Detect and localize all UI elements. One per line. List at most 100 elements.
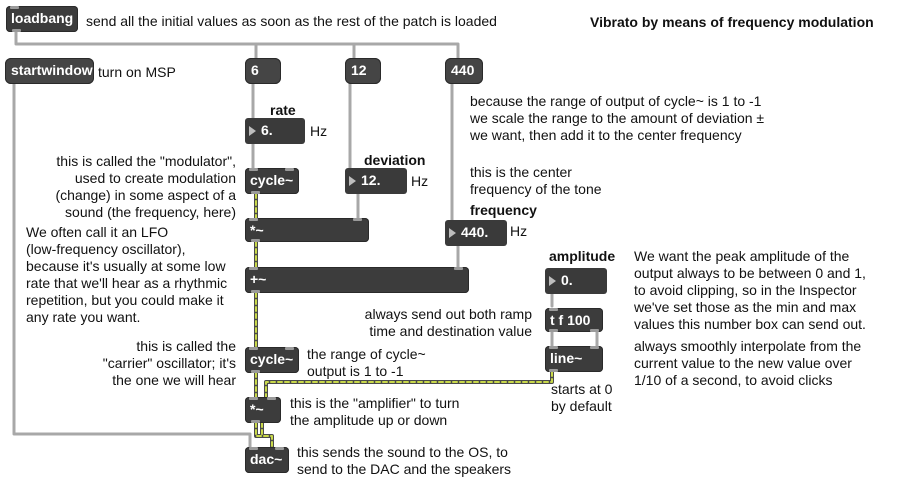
multiply-deviation-inlet-left[interactable] — [249, 218, 258, 221]
multiply-deviation-inlet-right[interactable] — [353, 218, 362, 221]
line-signal-outlet[interactable] — [549, 369, 558, 372]
range-comment-line: because the range of output of cycle~ is… — [470, 93, 762, 109]
cycle-range-comment: the range of cycle~ output is 1 to -1 — [307, 346, 426, 380]
line-signal-inlet-left[interactable] — [549, 346, 558, 349]
frequency-label: frequency — [470, 202, 537, 218]
amplifier-comment: this is the "amplifier" to turn the ampl… — [290, 395, 459, 429]
modulator-comment-line: this is called the "modulator", — [56, 153, 236, 169]
cycle-carrier-inlet-right[interactable] — [285, 347, 294, 350]
rate-hz-label: Hz — [310, 123, 328, 139]
amplitude-number-box[interactable]: 0. — [545, 268, 607, 294]
cycle-modulator-inlet[interactable] — [249, 168, 258, 171]
multiply-deviation-object[interactable]: *~ — [245, 218, 369, 242]
patch-title: Vibrato by means of frequency modulation — [590, 14, 874, 30]
carrier-comment-line: "carrier" oscillator; it's — [102, 355, 236, 371]
message-12-label: 12 — [351, 62, 367, 78]
dac-inlet-left[interactable] — [249, 447, 258, 450]
deviation-value: 12. — [361, 172, 381, 188]
peak-comment-line: values this number box can send out. — [634, 316, 866, 332]
amplitude-value: 0. — [561, 272, 573, 288]
frequency-number-box[interactable]: 440. — [445, 220, 507, 246]
frequency-value: 440. — [461, 224, 489, 240]
carrier-comment-line: the one we will hear — [112, 372, 236, 388]
deviation-label: deviation — [364, 152, 426, 168]
multiply-deviation-label: *~ — [250, 222, 264, 238]
cycle-modulator-outlet[interactable] — [251, 191, 260, 194]
plus-signal-inlet-left[interactable] — [249, 267, 258, 270]
ramp-comment-line: time and destination value — [369, 323, 532, 339]
cycle-range-comment-line: output is 1 to -1 — [307, 363, 404, 379]
dac-comment: this sends the sound to the OS, to send … — [297, 444, 511, 478]
trigger-outlet-left[interactable] — [549, 329, 558, 332]
carrier-comment-line: this is called the — [136, 338, 236, 354]
center-frequency-comment: this is the center frequency of the tone — [470, 164, 602, 198]
loadbang-label: loadbang — [11, 10, 74, 26]
dac-comment-line: this sends the sound to the OS, to — [297, 444, 508, 460]
message-440[interactable]: 440 — [445, 58, 483, 84]
multiply-deviation-outlet[interactable] — [251, 239, 260, 242]
starts-comment-line: by default — [551, 398, 612, 414]
plus-signal-inlet-right[interactable] — [454, 267, 463, 270]
cycle-carrier-inlet[interactable] — [249, 347, 258, 350]
lfo-comment-line: We often call it an LFO — [26, 224, 169, 240]
message-12[interactable]: 12 — [345, 58, 381, 84]
peak-comment-line: output always to be between 0 and 1, — [634, 265, 866, 281]
dac-comment-line: send to the DAC and the speakers — [297, 461, 512, 477]
cycle-modulator-inlet-right[interactable] — [285, 168, 294, 171]
loadbang-object[interactable]: loadbang — [6, 6, 78, 32]
deviation-number-box[interactable]: 12. — [345, 168, 407, 194]
center-comment-line: frequency of the tone — [470, 181, 602, 197]
plus-signal-label: +~ — [250, 271, 267, 287]
cycle-modulator-object[interactable]: cycle~ — [245, 168, 299, 194]
cycle-carrier-object[interactable]: cycle~ — [245, 347, 299, 373]
trigger-inlet[interactable] — [549, 308, 558, 311]
plus-signal-object[interactable]: +~ — [245, 267, 469, 293]
plus-signal-outlet[interactable] — [251, 290, 260, 293]
amplifier-comment-line: the amplitude up or down — [290, 412, 448, 428]
message-6[interactable]: 6 — [245, 58, 281, 84]
multiply-amplifier-outlet[interactable] — [251, 420, 260, 423]
lfo-comment-line: repetition, but you could make it — [26, 292, 224, 308]
range-comment: because the range of output of cycle~ is… — [470, 93, 764, 144]
number-box-triangle-icon — [249, 126, 256, 136]
multiply-amplifier-object[interactable]: *~ — [245, 397, 281, 423]
trigger-outlet-right[interactable] — [590, 329, 599, 332]
starts-comment-line: starts at 0 — [551, 381, 613, 397]
cycle-carrier-outlet[interactable] — [251, 370, 260, 373]
frequency-hz-label: Hz — [510, 223, 528, 239]
rate-label: rate — [270, 102, 296, 118]
lfo-comment-line: because it's usually at some low — [26, 258, 226, 274]
number-box-triangle-icon — [549, 276, 556, 286]
deviation-hz-label: Hz — [411, 173, 429, 189]
startwindow-label: startwindow — [11, 62, 93, 78]
multiply-amplifier-label: *~ — [250, 401, 264, 417]
loadbang-inlet[interactable] — [10, 6, 19, 9]
cord-loadbang-bus — [14, 30, 460, 60]
lfo-comment-line: (low-frequency oscillator), — [26, 241, 186, 257]
multiply-amplifier-inlet-right[interactable] — [267, 397, 276, 400]
message-440-label: 440 — [451, 62, 475, 78]
interp-comment-line: 1/10 of a second, to avoid clicks — [634, 372, 833, 388]
dac-object[interactable]: dac~ — [245, 447, 289, 473]
starts-at-zero-comment: starts at 0 by default — [551, 381, 612, 415]
trigger-label: t f 100 — [550, 312, 591, 328]
message-6-label: 6 — [251, 62, 259, 78]
interpolation-comment: always smoothly interpolate from the cur… — [634, 338, 861, 389]
line-signal-inlet-right[interactable] — [590, 346, 599, 349]
range-comment-line: we scale the range to the amount of devi… — [470, 110, 765, 126]
peak-comment-line: We want the peak amplitude of the — [634, 248, 850, 264]
lfo-comment-line: any rate you want. — [26, 309, 141, 325]
amplitude-label: amplitude — [549, 248, 616, 264]
trigger-object[interactable]: t f 100 — [545, 308, 603, 332]
loadbang-comment: send all the initial values as soon as t… — [86, 13, 497, 29]
loadbang-outlet[interactable] — [12, 29, 21, 32]
dac-inlet-right[interactable] — [275, 447, 284, 450]
multiply-amplifier-inlet-left[interactable] — [249, 397, 258, 400]
rate-value: 6. — [261, 122, 273, 138]
line-signal-label: line~ — [550, 350, 583, 366]
line-signal-object[interactable]: line~ — [545, 346, 603, 372]
lfo-comment-line: rate that we'll hear as a rhythmic — [26, 275, 228, 291]
rate-number-box[interactable]: 6. — [245, 118, 305, 144]
startwindow-message[interactable]: startwindow — [5, 58, 94, 84]
